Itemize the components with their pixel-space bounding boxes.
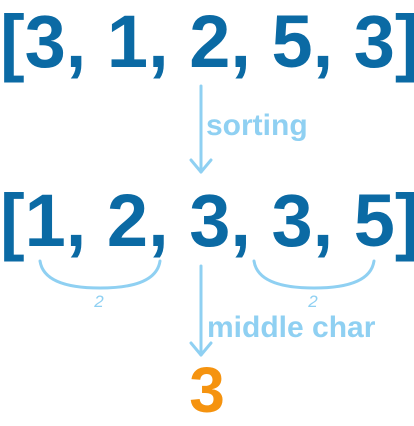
right-count-label: 2 bbox=[308, 292, 318, 311]
result-value: 3 bbox=[189, 354, 225, 426]
sorting-label: sorting bbox=[206, 109, 308, 142]
middle-char-label: middle char bbox=[207, 311, 376, 344]
right-group-brace bbox=[252, 259, 376, 290]
sorted-array: [1, 2, 3, 3, 5] bbox=[0, 179, 414, 262]
left-group-brace bbox=[38, 259, 162, 290]
left-count-label: 2 bbox=[94, 292, 104, 311]
input-array: [3, 1, 2, 5, 3] bbox=[0, 0, 414, 83]
